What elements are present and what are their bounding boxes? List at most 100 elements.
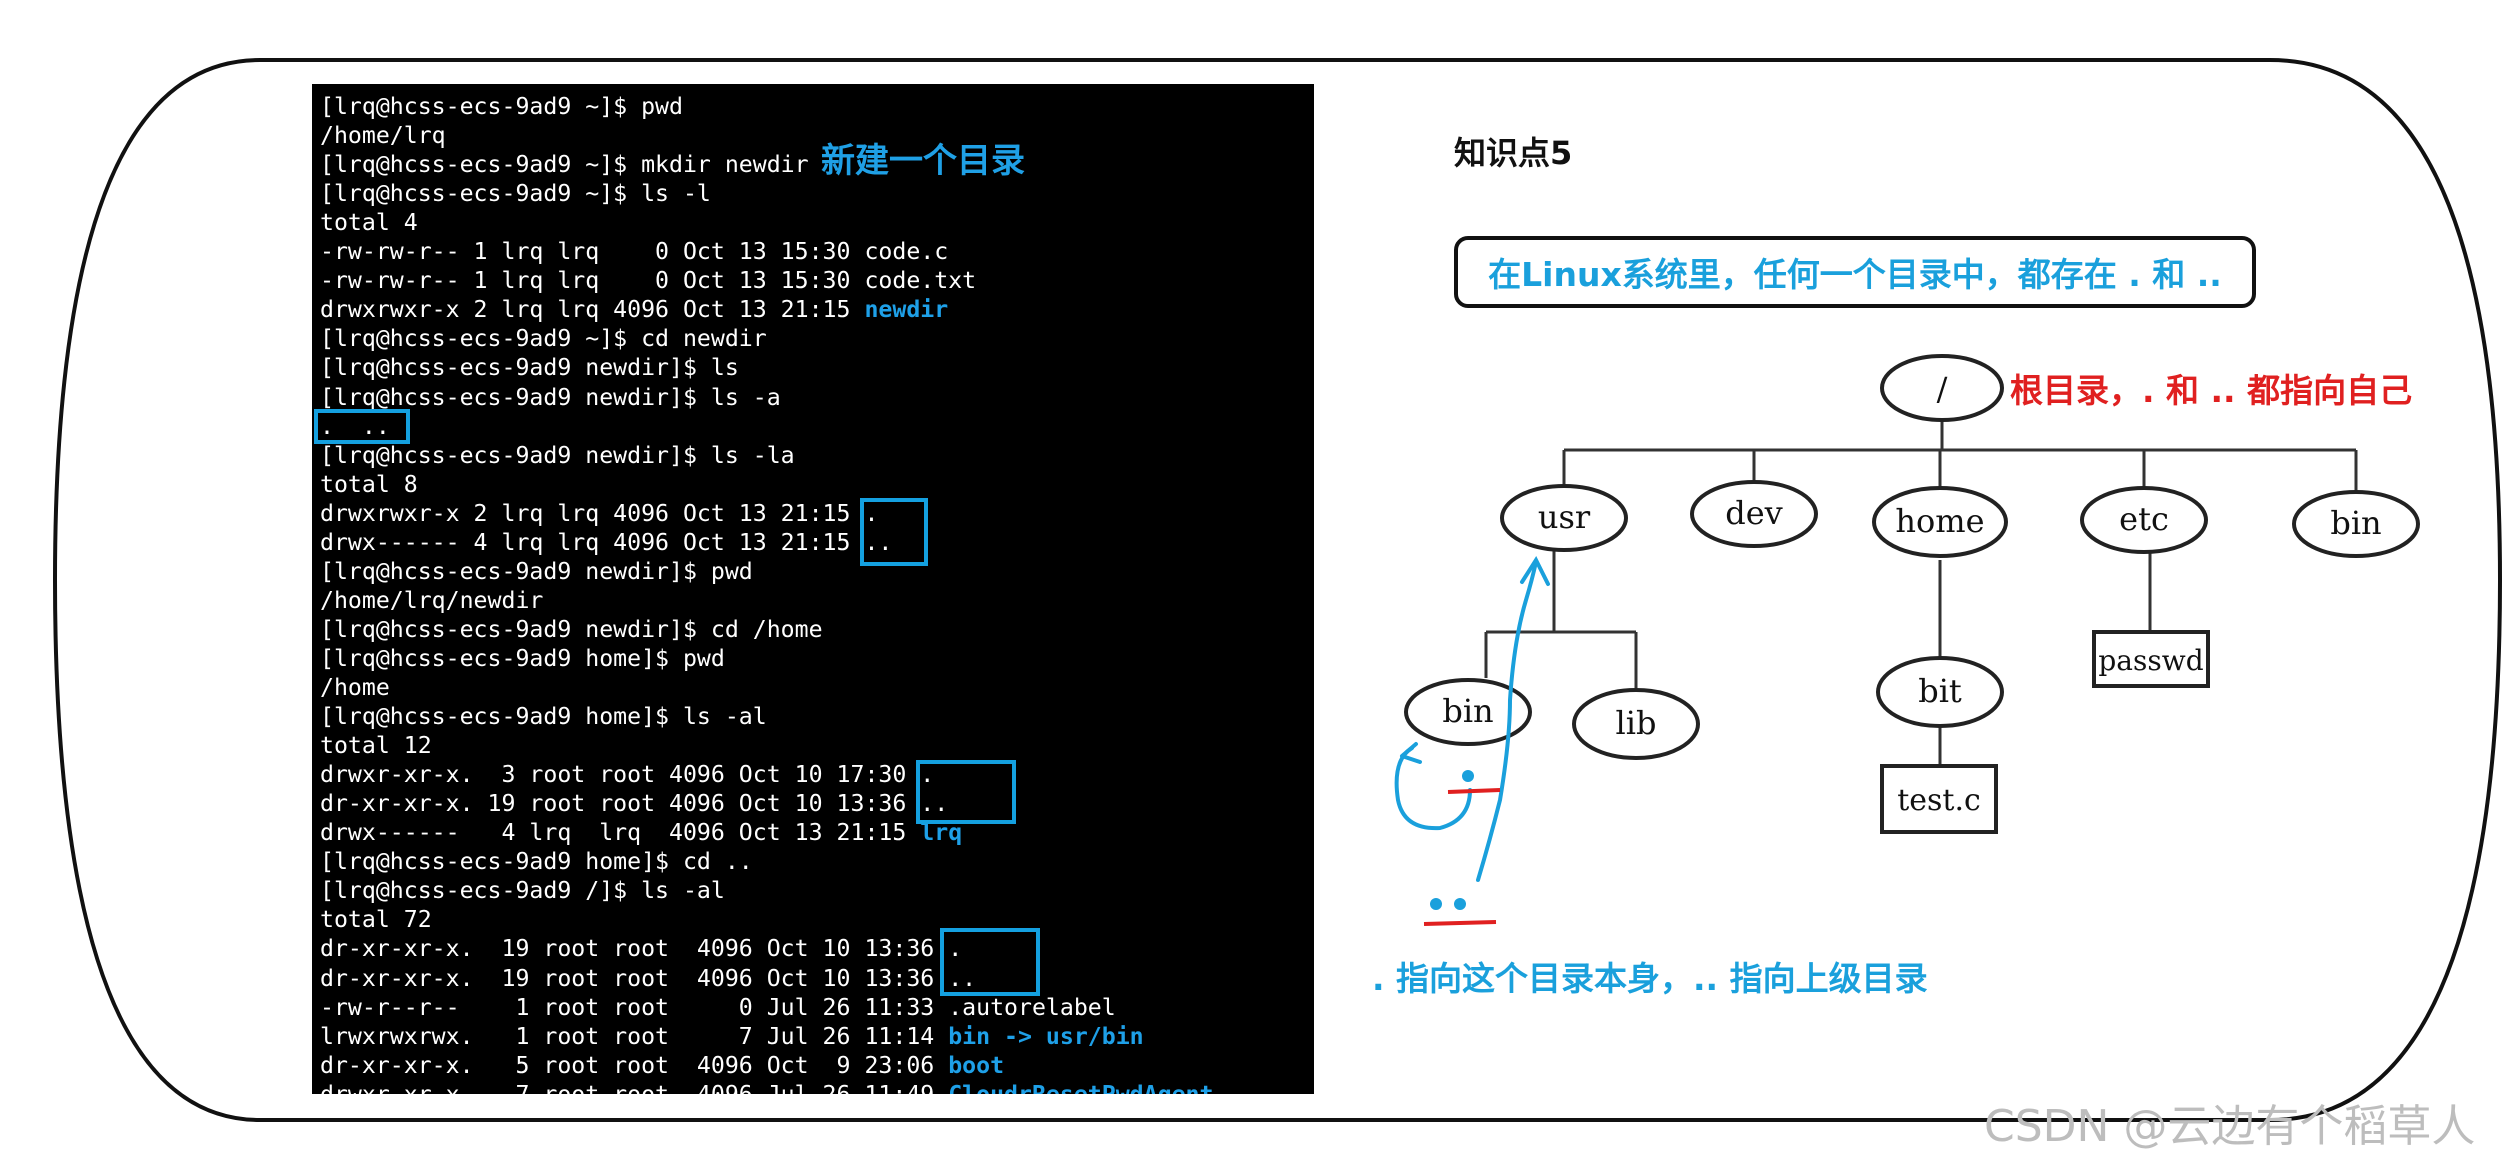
tree-edges <box>1484 420 2358 766</box>
tree-node-etc-label: etc <box>2119 500 2169 538</box>
tree-node-dev: dev <box>1690 480 1818 548</box>
terminal-line: [lrq@hcss-ecs-9ad9 newdir]$ cd /home <box>320 615 823 644</box>
dot-explanation-note: . 指向这个目录本身，.. 指向上级目录 <box>1372 959 1928 998</box>
terminal-line: [lrq@hcss-ecs-9ad9 newdir]$ pwd <box>320 557 753 586</box>
terminal-line-text: total 12 <box>320 732 432 760</box>
terminal-line-text: [lrq@hcss-ecs-9ad9 home]$ pwd <box>320 644 725 672</box>
terminal-line-text: total 72 <box>320 906 432 934</box>
knowledge-point-title: 知识点5 <box>1454 134 1573 172</box>
watermark: CSDN @云边有个稻草人 <box>1984 1101 2476 1152</box>
tree-node-root: / <box>1880 354 2004 422</box>
terminal-line-text: drwx------ 4 lrq lrq 4096 Oct 13 21:15 <box>320 819 921 847</box>
terminal-line-text: [lrq@hcss-ecs-9ad9 ~]$ cd newdir <box>320 325 767 353</box>
tree-node-usr-bin: bin <box>1404 678 1532 746</box>
terminal-line-text: dr-xr-xr-x. 19 root root 4096 Oct 10 13:… <box>320 964 977 992</box>
terminal-line: lrwxrwxrwx. 1 root root 7 Jul 26 11:14 b… <box>320 1022 1144 1051</box>
terminal-line: /home/lrq/newdir <box>320 586 543 615</box>
terminal-line: [lrq@hcss-ecs-9ad9 newdir]$ ls -la <box>320 441 795 470</box>
terminal-line: /home <box>320 673 390 702</box>
terminal-line-text: [lrq@hcss-ecs-9ad9 home]$ ls -al <box>320 703 767 731</box>
terminal-line-text: [lrq@hcss-ecs-9ad9 /]$ ls -al <box>320 877 725 905</box>
root-note: 根目录，. 和 .. 都指向自己 <box>2010 371 2413 410</box>
terminal-line: [lrq@hcss-ecs-9ad9 ~]$ ls -l <box>320 179 711 208</box>
terminal-line-text: [lrq@hcss-ecs-9ad9 ~]$ pwd <box>320 93 683 120</box>
tree-node-bin-root: bin <box>2292 490 2420 558</box>
terminal-line: dr-xr-xr-x. 19 root root 4096 Oct 10 13:… <box>320 934 962 963</box>
terminal-line-text: -rw-rw-r-- 1 lrq lrq 0 Oct 13 15:30 code… <box>320 267 977 295</box>
terminal-line: drwxr-xr-x. 3 root root 4096 Oct 10 17:3… <box>320 760 934 789</box>
tree-node-home-label: home <box>1895 502 1984 540</box>
annotation-arrows <box>1394 555 1550 882</box>
terminal-line-text: -rw-rw-r-- 1 lrq lrq 0 Oct 13 15:30 code… <box>320 238 949 266</box>
terminal-line-text: total 4 <box>320 209 418 237</box>
terminal-line: drwxr-xr-x. 7 root root 4096 Jul 26 11:4… <box>320 1080 1213 1094</box>
terminal-line: dr-xr-xr-x. 5 root root 4096 Oct 9 23:06… <box>320 1051 1004 1080</box>
terminal-line: total 4 <box>320 208 418 237</box>
tree-node-usr-bin-label: bin <box>1442 692 1493 730</box>
terminal-line: [lrq@hcss-ecs-9ad9 /]$ ls -al <box>320 876 725 905</box>
terminal-line-text: dr-xr-xr-x. 5 root root 4096 Oct 9 23:06 <box>320 1051 949 1079</box>
highlight-dot-dotdot-ls-a <box>314 409 410 444</box>
terminal-line: [lrq@hcss-ecs-9ad9 home]$ cd .. <box>320 847 753 876</box>
terminal-line-text: /home/lrq/newdir <box>320 586 544 614</box>
terminal-line-text: [lrq@hcss-ecs-9ad9 newdir]$ ls -la <box>320 441 795 469</box>
terminal-line-text: [lrq@hcss-ecs-9ad9 newdir]$ pwd <box>320 557 753 585</box>
terminal-line: drwxrwxr-x 2 lrq lrq 4096 Oct 13 21:15 . <box>320 499 878 528</box>
terminal-line: [lrq@hcss-ecs-9ad9 ~]$ cd newdir <box>320 324 767 353</box>
tree-node-passwd-label: passwd <box>2098 644 2203 677</box>
tree-node-test-c: test.c <box>1880 764 1998 834</box>
tree-node-home: home <box>1872 486 2008 558</box>
terminal-line: -rw-rw-r-- 1 lrq lrq 0 Oct 13 15:30 code… <box>320 266 976 295</box>
terminal-line-text: total 8 <box>320 470 418 498</box>
terminal-line-text: /home/lrq <box>320 122 446 150</box>
terminal-line-text: [lrq@hcss-ecs-9ad9 newdir]$ ls <box>320 354 739 382</box>
annotation-dotdot-marker-2 <box>1454 898 1466 910</box>
terminal-line-text: dr-xr-xr-x. 19 root root 4096 Oct 10 13:… <box>320 935 963 963</box>
terminal-line: dr-xr-xr-x. 19 root root 4096 Oct 10 13:… <box>320 964 976 993</box>
terminal-line: -rw-r--r-- 1 root root 0 Jul 26 11:33 .a… <box>320 993 1116 1022</box>
terminal-line-text: drwxrwxr-x 2 lrq lrq 4096 Oct 13 21:15 <box>320 296 865 324</box>
tree-node-root-label: / <box>1937 370 1948 408</box>
terminal-dir-name: CloudrResetPwdAgent <box>948 1081 1213 1094</box>
terminal-window: [lrq@hcss-ecs-9ad9 ~]$ pwd/home/lrq[lrq@… <box>312 84 1314 1094</box>
terminal-dir-name: bin -> usr/bin <box>948 1022 1144 1050</box>
annotation-dotdot-marker-1 <box>1430 898 1442 910</box>
info-box-text: 在Linux系统里，任何一个目录中，都存在 . 和 .. <box>1488 255 2222 294</box>
terminal-line-text: drwxrwxr-x 2 lrq lrq 4096 Oct 13 21:15 . <box>320 499 879 527</box>
terminal-dir-name: newdir <box>864 296 949 324</box>
terminal-dir-name: boot <box>948 1051 1005 1079</box>
highlight-dots-root <box>940 928 1040 996</box>
terminal-line: total 8 <box>320 470 418 499</box>
tree-node-bit: bit <box>1876 656 2004 728</box>
annotation-underline-dotdot <box>1423 920 1497 926</box>
terminal-line: [lrq@hcss-ecs-9ad9 newdir]$ ls <box>320 353 739 382</box>
tree-node-etc: etc <box>2080 486 2208 554</box>
terminal-line-text: drwxr-xr-x. 7 root root 4096 Jul 26 11:4… <box>320 1081 948 1094</box>
terminal-line-text: drwxr-xr-x. 3 root root 4096 Oct 10 17:3… <box>320 761 935 789</box>
tree-node-test-c-label: test.c <box>1897 783 1981 818</box>
terminal-line: . .. <box>320 412 390 441</box>
tree-node-usr-lib-label: lib <box>1616 704 1657 742</box>
terminal-line: [lrq@hcss-ecs-9ad9 home]$ ls -al <box>320 702 767 731</box>
terminal-line: drwxrwxr-x 2 lrq lrq 4096 Oct 13 21:15 n… <box>320 295 948 324</box>
terminal-line: [lrq@hcss-ecs-9ad9 ~]$ pwd <box>320 92 683 121</box>
terminal-line-text: . .. <box>320 412 390 440</box>
tree-node-usr: usr <box>1500 484 1628 552</box>
highlight-dots-home <box>916 760 1016 824</box>
terminal-line: [lrq@hcss-ecs-9ad9 ~]$ mkdir newdir <box>320 150 809 179</box>
mkdir-note: 新建一个目录 <box>821 141 1025 181</box>
terminal-line-text: [lrq@hcss-ecs-9ad9 ~]$ ls -l <box>320 180 711 208</box>
terminal-line-text: [lrq@hcss-ecs-9ad9 newdir]$ cd /home <box>320 615 823 643</box>
terminal-line: [lrq@hcss-ecs-9ad9 home]$ pwd <box>320 644 725 673</box>
highlight-dots-newdir <box>860 498 928 566</box>
tree-node-bin-root-label: bin <box>2330 504 2381 542</box>
tree-node-dev-label: dev <box>1725 494 1783 532</box>
terminal-line: total 72 <box>320 905 432 934</box>
terminal-line: -rw-rw-r-- 1 lrq lrq 0 Oct 13 15:30 code… <box>320 237 948 266</box>
terminal-line: total 12 <box>320 731 432 760</box>
terminal-line-text: -rw-r--r-- 1 root root 0 Jul 26 11:33 .a… <box>320 993 1116 1021</box>
terminal-line: drwx------ 4 lrq lrq 4096 Oct 13 21:15 .… <box>320 528 892 557</box>
terminal-line-text: [lrq@hcss-ecs-9ad9 newdir]$ ls -a <box>320 383 781 411</box>
